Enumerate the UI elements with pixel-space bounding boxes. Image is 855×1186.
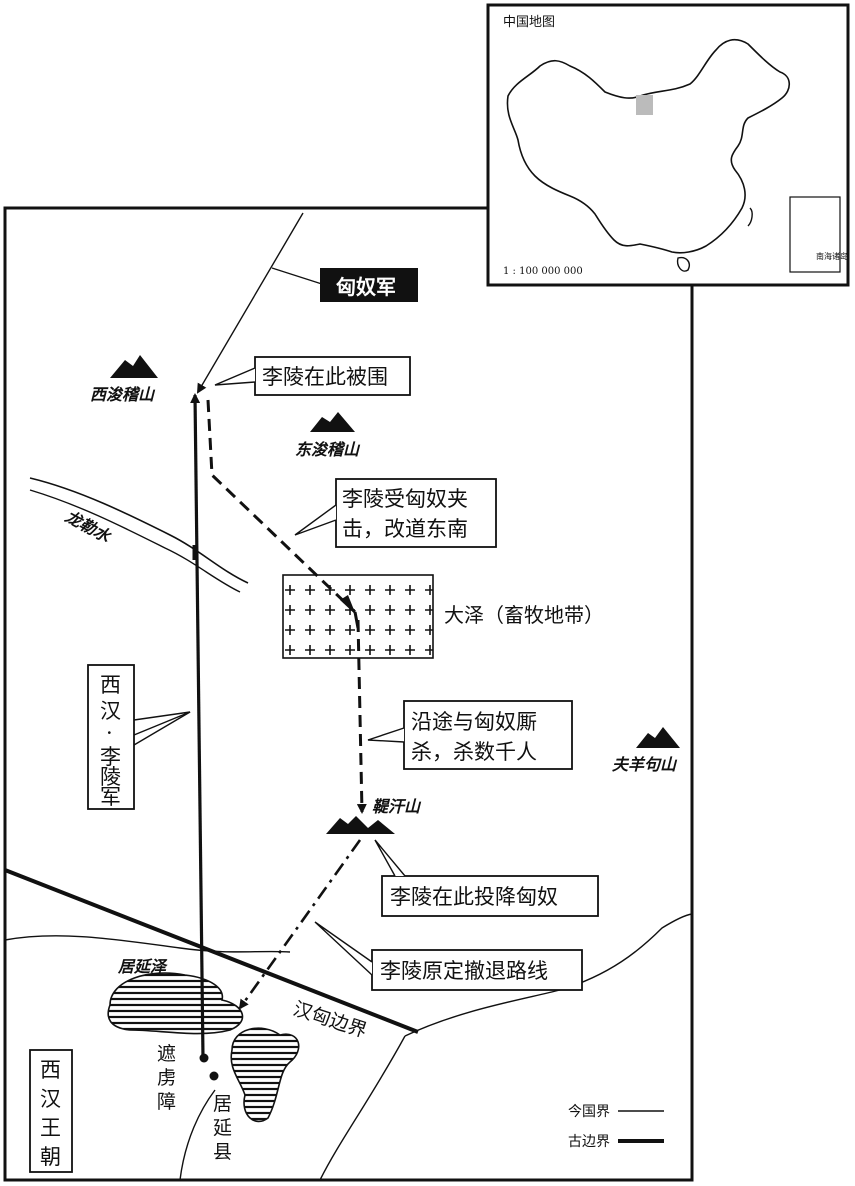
- callout-fought: 沿途与匈奴厮 杀，杀数千人: [367, 700, 573, 770]
- svg-text:朝: 朝: [40, 1145, 61, 1169]
- svg-text:沿途与匈奴厮: 沿途与匈奴厮: [411, 710, 537, 734]
- svg-text:李: 李: [100, 745, 121, 769]
- border-label: 汉匈边界: [290, 998, 369, 1042]
- svg-text:李陵在此被围: 李陵在此被围: [262, 365, 388, 389]
- svg-text:古边界: 古边界: [568, 1134, 610, 1150]
- juyan-county-label: 居 延 县: [213, 1093, 232, 1163]
- callout-besieged: 李陵在此被围: [214, 356, 411, 396]
- svg-text:东浚稽山: 东浚稽山: [295, 440, 361, 459]
- svg-text:县: 县: [213, 1141, 232, 1163]
- longle-river: [29, 477, 249, 584]
- zhehu-fort-dot: [199, 1053, 209, 1063]
- svg-text:汉: 汉: [40, 1087, 61, 1111]
- svg-text:西: 西: [100, 673, 121, 697]
- juyan-small-lake: [230, 1027, 300, 1123]
- inset-china-map: 中国地图 南海诸岛 1 : 100 000 000: [486, 3, 850, 287]
- daze-label: 大泽（畜牧地带）: [444, 603, 604, 627]
- inset-location-marker: [636, 95, 653, 115]
- juyanze-lake: [107, 972, 244, 1035]
- fuyangju-mountain: 夫羊句山: [612, 727, 680, 774]
- li-ling-army-box: 西 汉 · 李 陵 军: [87, 664, 191, 810]
- han-xiongnu-border: [4, 868, 419, 1034]
- east-junji-mountain: 东浚稽山: [295, 412, 361, 459]
- main-map-frame: [3, 206, 694, 1182]
- china-outline: [506, 38, 791, 254]
- svg-text:障: 障: [157, 1091, 176, 1113]
- inset-south-sea-box: [789, 196, 841, 273]
- planned-retreat-route: [238, 839, 362, 1010]
- li-ling-diversion-route: [206, 399, 357, 614]
- callout-surrendered: 李陵在此投降匈奴: [374, 839, 599, 917]
- svg-text:陵: 陵: [100, 765, 121, 789]
- svg-text:今国界: 今国界: [568, 1104, 610, 1120]
- west-junji-mountain: 西浚稽山: [90, 355, 158, 404]
- tijian-mountain: 鞮汗山: [326, 797, 422, 834]
- map-legend: 今国界 古边界: [568, 1104, 664, 1150]
- svg-text:延: 延: [213, 1117, 232, 1139]
- juyan-county-dot: [209, 1071, 219, 1081]
- svg-text:西: 西: [40, 1058, 61, 1082]
- svg-text:匈奴军: 匈奴军: [336, 275, 396, 299]
- juyanze-label: 居延泽: [117, 957, 168, 976]
- south-sea-label: 南海诸岛: [816, 251, 848, 261]
- longle-river-label: 龙勒水: [62, 507, 115, 547]
- li-ling-southward-route: [356, 619, 367, 814]
- xiongnu-advance-line: [196, 212, 304, 394]
- svg-text:西浚稽山: 西浚稽山: [90, 385, 156, 404]
- zhehu-fort-label: 遮 虏 障: [157, 1043, 176, 1113]
- callout-planned-retreat: 李陵原定撤退路线: [314, 921, 583, 991]
- svg-text:李陵受匈奴夹: 李陵受匈奴夹: [342, 487, 468, 511]
- svg-text:居: 居: [213, 1093, 232, 1115]
- svg-text:中国地图: 中国地图: [503, 15, 555, 30]
- xiongnu-army-label: 匈奴军: [320, 268, 418, 302]
- svg-text:杀，杀数千人: 杀，杀数千人: [411, 740, 537, 764]
- river-eastern: [404, 913, 693, 1037]
- svg-text:虏: 虏: [157, 1067, 176, 1089]
- callout-attacked: 李陵受匈奴夹 击，改道东南: [294, 478, 497, 548]
- li-ling-advance-route: [190, 393, 205, 1059]
- svg-text:击，改道东南: 击，改道东南: [342, 517, 468, 541]
- inset-scale: 1 : 100 000 000: [503, 266, 583, 277]
- svg-text:李陵原定撤退路线: 李陵原定撤退路线: [380, 959, 548, 983]
- western-han-box: 西 汉 王 朝: [29, 1049, 73, 1173]
- svg-text:军: 军: [100, 785, 121, 809]
- svg-text:鞮汗山: 鞮汗山: [372, 797, 422, 816]
- svg-text:汉: 汉: [100, 699, 121, 723]
- svg-text:李陵在此投降匈奴: 李陵在此投降匈奴: [390, 885, 558, 909]
- svg-text:·: ·: [106, 721, 113, 745]
- svg-text:夫羊句山: 夫羊句山: [612, 755, 678, 774]
- svg-text:王: 王: [40, 1116, 61, 1140]
- svg-text:遮: 遮: [157, 1043, 176, 1065]
